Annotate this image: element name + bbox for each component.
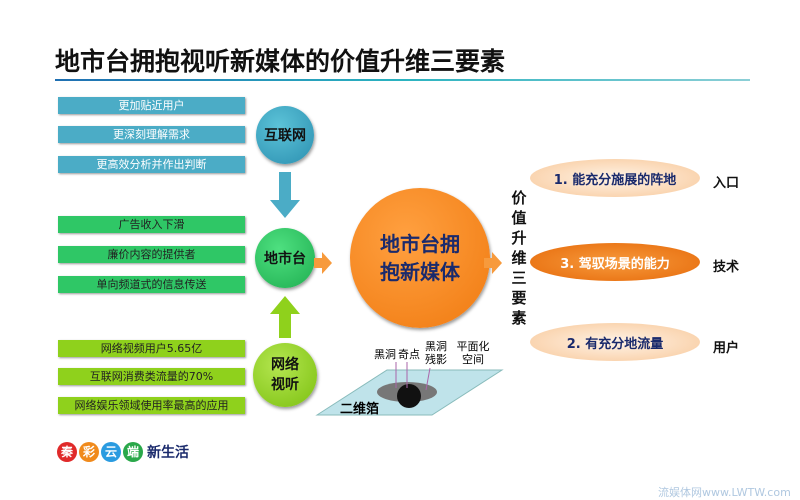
arrow-down-icon bbox=[270, 172, 300, 218]
element-oval: 1. 能充分施展的阵地 bbox=[530, 159, 700, 197]
oval-side-label: 技术 bbox=[713, 260, 740, 275]
figure-label: 黑洞 bbox=[374, 348, 396, 361]
local-point: 廉价内容的提供者 bbox=[58, 246, 245, 263]
internet-point: 更加贴近用户 bbox=[58, 97, 245, 114]
av-point: 网络视频用户5.65亿 bbox=[58, 340, 245, 357]
title-underline bbox=[55, 79, 750, 81]
internet-point: 更高效分析并作出判断 bbox=[58, 156, 245, 173]
logo-char: 云 bbox=[101, 442, 121, 462]
internet-circle: 互联网 bbox=[256, 106, 314, 164]
element-oval: 3. 驾驭场景的能力 bbox=[530, 243, 700, 281]
av-circle: 网络视听 bbox=[253, 343, 317, 407]
logo-char: 彩 bbox=[79, 442, 99, 462]
local-point: 广告收入下滑 bbox=[58, 216, 245, 233]
figure-label: 黑洞残影 bbox=[425, 340, 447, 366]
watermark: 流娱体网www.LWTW.com bbox=[658, 486, 791, 499]
arrow-right-icon bbox=[314, 252, 332, 274]
arrow-up-icon bbox=[270, 296, 300, 338]
vertical-label: 价值升维三要素 bbox=[511, 189, 527, 327]
logo-char: 秦 bbox=[57, 442, 77, 462]
black-hole-figure bbox=[315, 362, 504, 416]
local-point: 单向频道式的信息传送 bbox=[58, 276, 245, 293]
av-point: 互联网消费类流量的70% bbox=[58, 368, 245, 385]
local-circle: 地市台 bbox=[255, 228, 315, 288]
slide-title: 地市台拥抱视听新媒体的价值升维三要素 bbox=[55, 47, 506, 76]
oval-side-label: 用户 bbox=[713, 341, 740, 356]
logo: 秦 彩 云 端 新生活 bbox=[57, 442, 189, 462]
figure-label: 平面化空间 bbox=[456, 340, 490, 366]
figure-label: 奇点 bbox=[398, 348, 420, 361]
element-oval: 2. 有充分地流量 bbox=[530, 323, 700, 361]
logo-char: 端 bbox=[123, 442, 143, 462]
plane-label: 二维箔 bbox=[340, 402, 380, 417]
internet-point: 更深刻理解需求 bbox=[58, 126, 245, 143]
center-circle: 地市台拥抱新媒体 bbox=[350, 188, 490, 328]
arrow-right-icon bbox=[484, 252, 502, 274]
logo-text: 新生活 bbox=[147, 445, 189, 461]
av-point: 网络娱乐领域使用率最高的应用 bbox=[58, 397, 245, 414]
oval-side-label: 入口 bbox=[713, 176, 740, 191]
